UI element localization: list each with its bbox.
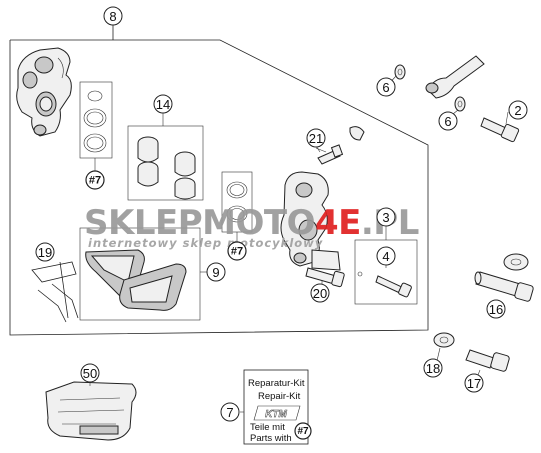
brake-pad-set[interactable] [79, 227, 208, 321]
svg-text:14: 14 [156, 97, 170, 112]
callout-17[interactable]: 17 [464, 373, 484, 393]
svg-text:6: 6 [382, 80, 389, 95]
callout-2[interactable]: 2 [508, 100, 528, 120]
pad-spring-clip[interactable] [31, 261, 79, 323]
ref-7-kit[interactable]: #7 [294, 422, 312, 440]
callout-7[interactable]: 7 [220, 402, 240, 422]
watermark-sklep: SKLEP [84, 203, 202, 243]
assembly-frame-8 [9, 24, 429, 336]
piston [174, 177, 196, 200]
callout-19[interactable]: 19 [35, 242, 55, 262]
svg-text:#7: #7 [231, 246, 243, 258]
caliper-bracket-right[interactable] [280, 171, 341, 271]
piston [174, 151, 196, 177]
ref-7-left[interactable]: #7 [85, 170, 105, 190]
svg-text:2: 2 [514, 103, 521, 118]
washer-large[interactable] [503, 253, 529, 271]
brake-pad [119, 263, 187, 311]
guide-bolt-kit[interactable] [354, 228, 418, 305]
kit-label-line4: Parts with [250, 433, 292, 444]
svg-text:KTM: KTM [265, 409, 287, 420]
svg-text:#7: #7 [89, 175, 101, 187]
kit-label-line2: Repair-Kit [258, 391, 301, 402]
svg-text:17: 17 [467, 376, 481, 391]
callout-21[interactable]: 21 [306, 128, 326, 148]
caliper-pin[interactable] [305, 267, 345, 288]
seal-set-left[interactable] [79, 81, 113, 172]
callout-8[interactable]: 8 [103, 6, 123, 26]
svg-text:50: 50 [83, 366, 97, 381]
kit-label-line1: Reparatur-Kit [248, 378, 305, 389]
svg-text:16: 16 [489, 302, 503, 317]
callout-18[interactable]: 18 [423, 358, 443, 378]
callout-20[interactable]: 20 [310, 283, 330, 303]
seal-set-middle[interactable] [221, 171, 253, 242]
brake-disc-guard[interactable] [45, 381, 137, 441]
callout-14[interactable]: 14 [153, 94, 173, 114]
watermark-4e: 4E [315, 203, 361, 243]
svg-text:4: 4 [382, 249, 389, 264]
svg-text:21: 21 [309, 131, 323, 146]
watermark: SKLEPMOTO4E.PL internetowy sklep motocyk… [84, 203, 419, 250]
kit-label-line3: Teile mit [250, 422, 285, 433]
copper-washer-upper[interactable] [394, 64, 406, 80]
piston [137, 136, 159, 163]
callout-9[interactable]: 9 [206, 262, 226, 282]
callout-16[interactable]: 16 [486, 299, 506, 319]
mounting-bolt-upper[interactable] [474, 271, 534, 302]
callout-6-lower[interactable]: 6 [438, 111, 458, 131]
washer-small[interactable] [433, 332, 455, 348]
callout-50[interactable]: 50 [80, 363, 100, 383]
svg-text:7: 7 [226, 405, 233, 420]
svg-text:6: 6 [444, 114, 451, 129]
svg-text:SKLEPMOTO4E.PL: SKLEPMOTO4E.PL [84, 203, 419, 243]
caliper-bracket-left[interactable] [16, 47, 72, 137]
svg-text:19: 19 [38, 245, 52, 260]
watermark-subtitle: internetowy sklep motocyklowy [88, 236, 323, 250]
svg-text:9: 9 [212, 265, 219, 280]
banjo-bolt[interactable] [480, 117, 520, 143]
svg-text:#7: #7 [297, 426, 309, 437]
callout-3[interactable]: 3 [376, 207, 396, 227]
ktm-logo: KTM [253, 405, 301, 421]
svg-text:3: 3 [382, 210, 389, 225]
callout-4[interactable]: 4 [376, 246, 396, 266]
mounting-bolt-lower[interactable] [465, 349, 510, 372]
ref-7-middle[interactable]: #7 [227, 241, 247, 261]
svg-text:20: 20 [313, 286, 327, 301]
callout-6-upper[interactable]: 6 [376, 77, 396, 97]
copper-washer-lower[interactable] [454, 96, 466, 112]
bleed-cap[interactable] [349, 126, 365, 141]
piston-set[interactable] [127, 113, 204, 201]
svg-text:8: 8 [109, 9, 116, 24]
repair-kit-bag[interactable]: Reparatur-Kit Repair-Kit KTM Teile mit P… [243, 369, 309, 445]
bleed-valve[interactable] [315, 144, 344, 165]
brake-line[interactable] [425, 55, 485, 99]
watermark-moto: MOTO [202, 203, 315, 243]
svg-text:18: 18 [426, 361, 440, 376]
piston [137, 161, 159, 187]
